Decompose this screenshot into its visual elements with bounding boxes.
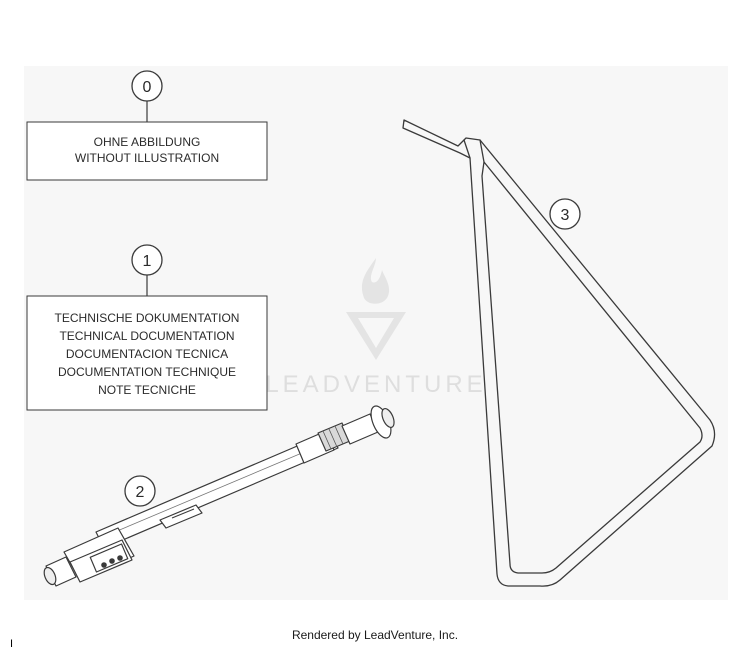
- box1-line2: TECHNICAL DOCUMENTATION: [59, 329, 234, 343]
- corner-mark: I: [10, 638, 14, 650]
- box0-line2: WITHOUT ILLUSTRATION: [75, 151, 219, 165]
- air-pump-part: [43, 405, 395, 587]
- thread-line-2: [328, 428, 338, 448]
- pump-nozzle-tip: [43, 566, 57, 586]
- callout-0-number: 0: [143, 79, 152, 96]
- callout-3-number: 3: [561, 207, 570, 224]
- callout-3-circle: [549, 198, 581, 230]
- pump-logo-icon: [159, 504, 203, 529]
- stand-outer-edge: [402, 119, 716, 587]
- callout-2-circle: [124, 475, 156, 507]
- box1-line4: DOCUMENTATION TECHNIQUE: [58, 365, 236, 379]
- footer-credit: Rendered by LeadVenture, Inc.: [291, 628, 459, 642]
- pump-gauge-button-3: [117, 555, 123, 561]
- pump-gauge-button-1: [101, 562, 107, 568]
- watermark-v-icon: [346, 312, 406, 360]
- pump-gauge-display: [89, 543, 129, 573]
- box1-line5: NOTE TECNICHE: [98, 383, 196, 397]
- stand-top-bend: [463, 139, 471, 159]
- pump-handle-knob: [381, 407, 395, 429]
- stand-inner-edge: [481, 161, 703, 574]
- watermark-text: LEADVENTURE: [265, 371, 486, 398]
- technical-documentation-box: [26, 295, 268, 411]
- callout-1-number: 1: [143, 253, 152, 270]
- pump-gauge-button-2: [109, 558, 115, 564]
- side-stand-part: [402, 119, 716, 587]
- leadventure-watermark: LEADVENTURE: [265, 258, 486, 398]
- stand-top-bend-2: [479, 139, 485, 163]
- pump-shaft-highlight: [109, 441, 329, 535]
- box1-line3: DOCUMENTACION TECNICA: [66, 347, 228, 361]
- box0-line1: OHNE ABBILDUNG: [94, 135, 201, 149]
- watermark-flame-icon: [361, 258, 390, 304]
- box1-line1: TECHNISCHE DOKUMENTATION: [55, 311, 240, 325]
- pump-logo-stripe: [171, 508, 195, 519]
- without-illustration-box: [26, 121, 268, 181]
- callout-2-number: 2: [136, 484, 145, 501]
- thread-line-1: [322, 430, 332, 450]
- thread-line-3: [334, 425, 344, 445]
